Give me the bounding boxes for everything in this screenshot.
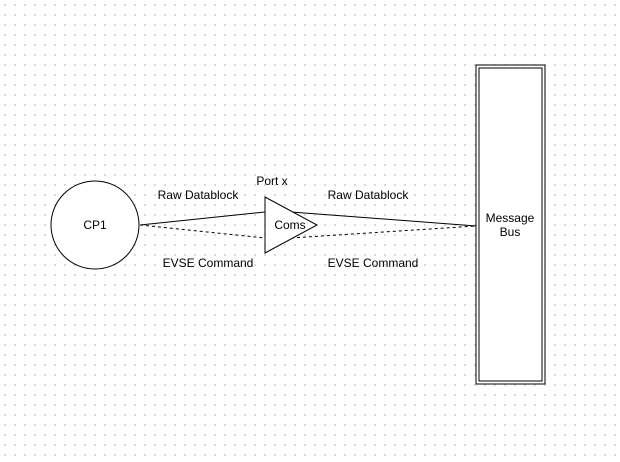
edge-label-cp1-to-coms-data: Raw Datablock [158, 188, 240, 202]
node-message-bus-label-line2: Bus [500, 225, 521, 239]
edge-label-coms-to-cp1-command: EVSE Command [163, 256, 254, 270]
edge-cp1-to-coms-data [139, 211, 266, 226]
node-coms-port-label: Port x [256, 174, 287, 188]
node-cp1-label: CP1 [83, 218, 107, 232]
node-cp1[interactable] [50, 180, 140, 270]
edge-bus-to-coms-command [290, 225, 477, 239]
node-coms-label: Coms [274, 218, 305, 232]
node-message-bus[interactable] [475, 64, 546, 385]
edge-label-bus-to-coms-command: EVSE Command [328, 256, 419, 270]
node-message-bus-inner-border [478, 67, 543, 382]
edge-coms-to-cp1-command [139, 224, 266, 239]
node-message-bus-label-line1: Message [486, 211, 535, 225]
edge-coms-to-bus-data [290, 211, 477, 227]
edge-label-coms-to-bus-data: Raw Datablock [328, 188, 410, 202]
node-coms[interactable] [264, 196, 319, 254]
